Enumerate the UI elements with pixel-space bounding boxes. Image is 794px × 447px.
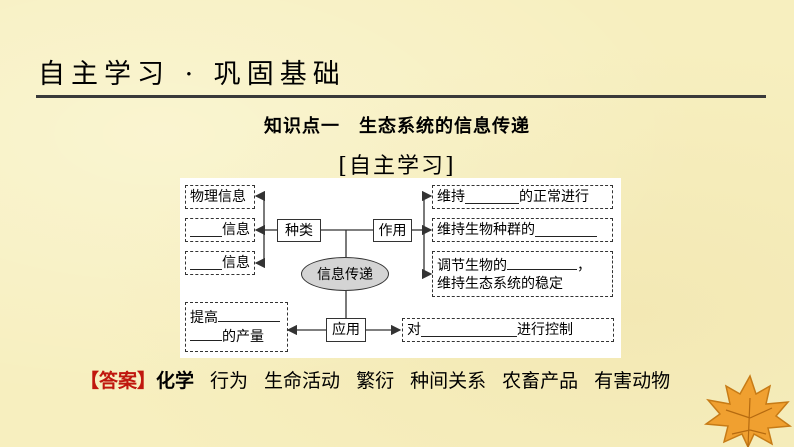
role-text: 维持生物种群的 (437, 222, 535, 238)
role-text: 维持 (437, 189, 465, 205)
answer-item: 农畜产品 (502, 370, 579, 392)
app-text: 提高 (190, 310, 218, 326)
info-type-label: 信息 (222, 255, 250, 271)
role-item-2: 维持生物种群的 (432, 218, 613, 242)
role-text: 调节生物的 (437, 257, 507, 274)
section-title: 自主学习 · 巩固基础 (38, 59, 346, 90)
roles-node-label: 作用 (378, 222, 407, 239)
maple-leaf-icon (703, 374, 793, 447)
role-item-3: 调节生物的 ， 维持生态系统的稳定 (432, 251, 613, 297)
role-item-1: 维持 的正常进行 (432, 185, 613, 209)
sub-heading: [自主学习] (338, 154, 456, 179)
application-node: 应用 (326, 318, 366, 342)
answer-item: 化学 (156, 370, 195, 392)
answer-blank (190, 223, 222, 237)
info-type-behavioral: 信息 (185, 251, 255, 275)
types-node-label: 种类 (285, 222, 313, 239)
answer-blank (218, 308, 280, 322)
answer-blank (507, 256, 577, 270)
role-line: 维持生态系统的稳定 (437, 275, 563, 292)
answer-item: 繁衍 (356, 370, 395, 392)
application-label: 应用 (332, 322, 360, 338)
role-text: 的正常进行 (519, 189, 589, 205)
app-text: 进行控制 (517, 322, 573, 338)
answer-paragraph: 【答案】化学行为生命活动繁衍种间关系农畜产品有害动物 (38, 366, 778, 396)
application-left: 提高 的产量 (185, 302, 288, 352)
answer-item: 行为 (210, 370, 249, 392)
role-line: 调节生物的 ， (437, 256, 591, 275)
roles-node: 作用 (373, 219, 412, 242)
answer-blank (535, 223, 597, 237)
info-type-label: 物理信息 (190, 189, 246, 205)
info-type-label: 信息 (222, 222, 250, 238)
app-line: 提高 (190, 308, 280, 327)
answer-blank (421, 323, 517, 337)
answer-blank (190, 327, 222, 341)
answer-blank (465, 190, 519, 204)
app-text: 对 (407, 322, 421, 338)
role-text: ， (577, 257, 591, 274)
core-label: 信息传递 (317, 267, 373, 283)
title-rule (36, 95, 766, 98)
types-node: 种类 (277, 219, 321, 242)
answer-item: 种间关系 (410, 370, 487, 392)
information-transfer-node: 信息传递 (301, 257, 389, 291)
app-text: 的产量 (222, 329, 264, 345)
answer-item: 有害动物 (594, 370, 671, 392)
app-line: 的产量 (190, 327, 264, 346)
answer-item: 生命活动 (264, 370, 341, 392)
answer-blank (190, 256, 222, 270)
knowledge-heading: 知识点一 生态系统的信息传递 (264, 116, 530, 137)
answer-label: 【答案】 (80, 370, 157, 392)
application-right: 对 进行控制 (402, 318, 614, 342)
info-type-chemical: 信息 (185, 218, 255, 242)
info-type-physical: 物理信息 (185, 185, 255, 209)
concept-diagram: 物理信息 信息 信息 种类 作用 信息传递 维持 的正常进行 维持生物种群的 调… (180, 178, 621, 358)
diagram-connectors (254, 190, 433, 336)
